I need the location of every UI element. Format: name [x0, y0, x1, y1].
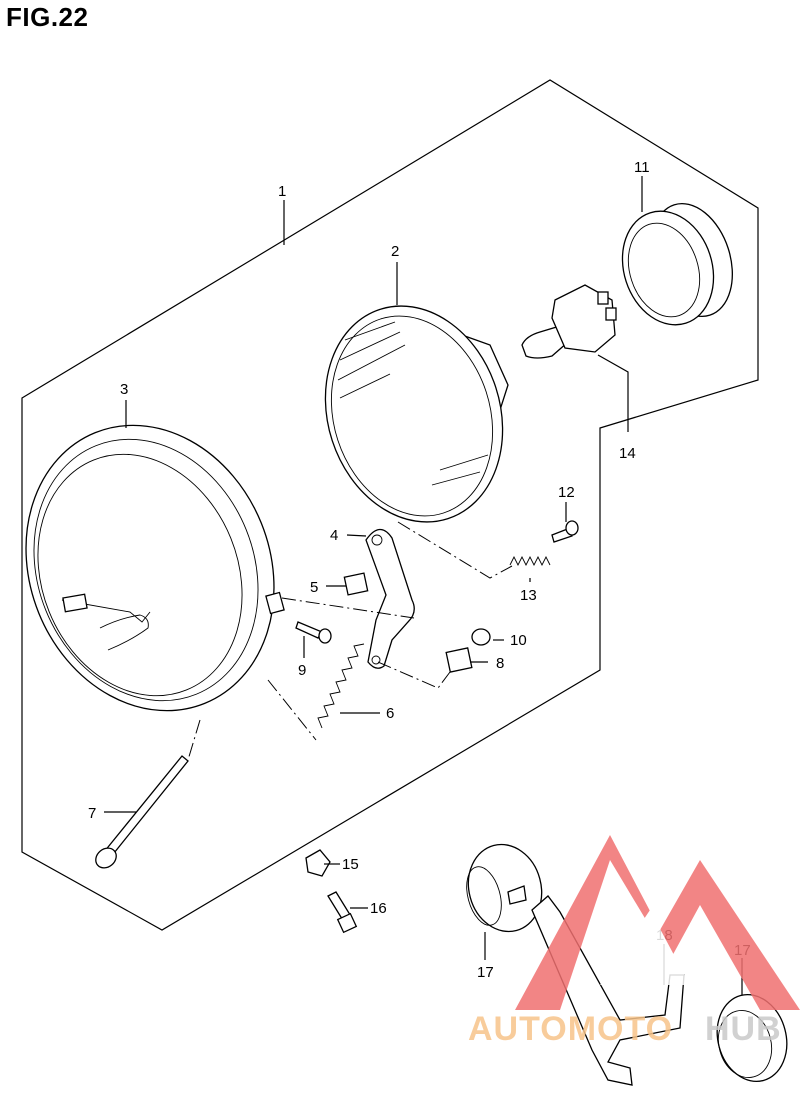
callout-14: 14	[619, 445, 636, 462]
watermark-text-left: AUTOMOTO	[468, 1010, 673, 1048]
nut-8	[445, 647, 473, 673]
watermark: AUTOMOTO HUB	[468, 835, 800, 1048]
callout-1: 1	[278, 183, 286, 200]
callout-6: 6	[386, 705, 394, 722]
adjuster-bracket	[365, 528, 415, 669]
callout-2: 2	[391, 243, 399, 260]
spring-6	[317, 643, 365, 729]
headlight-bulb	[521, 284, 617, 359]
watermark-logo-icon	[515, 835, 800, 1010]
headlight-lens	[324, 305, 509, 523]
callout-13: 13	[520, 587, 537, 604]
spacer-10	[471, 628, 491, 646]
callout-11: 11	[634, 159, 650, 176]
figure-title: FIG.22	[6, 2, 89, 32]
callout-8: 8	[496, 655, 504, 672]
bolt-16	[327, 891, 358, 934]
callout-9: 9	[298, 662, 306, 679]
callout-12: 12	[558, 484, 575, 501]
assembly-lines	[187, 521, 513, 761]
callout-10: 10	[510, 632, 527, 649]
bulb-cover	[621, 202, 733, 326]
nut-5	[343, 572, 369, 596]
grommet-15	[305, 849, 331, 877]
screw-12	[551, 520, 579, 543]
screw-9	[295, 621, 332, 644]
callout-17-left: 17	[477, 964, 494, 981]
watermark-text-right: HUB	[705, 1010, 782, 1048]
callout-3: 3	[120, 381, 128, 398]
callout-4: 4	[330, 527, 338, 544]
callout-15: 15	[342, 856, 359, 873]
spring-13	[509, 555, 551, 567]
callout-16: 16	[370, 900, 387, 917]
headlight-rim	[25, 424, 285, 712]
bolt-7	[95, 755, 189, 869]
callout-5: 5	[310, 579, 318, 596]
callout-7: 7	[88, 805, 96, 822]
reflector-right	[716, 993, 788, 1083]
assembly-outline	[21, 79, 759, 931]
reflector-left	[466, 843, 543, 933]
